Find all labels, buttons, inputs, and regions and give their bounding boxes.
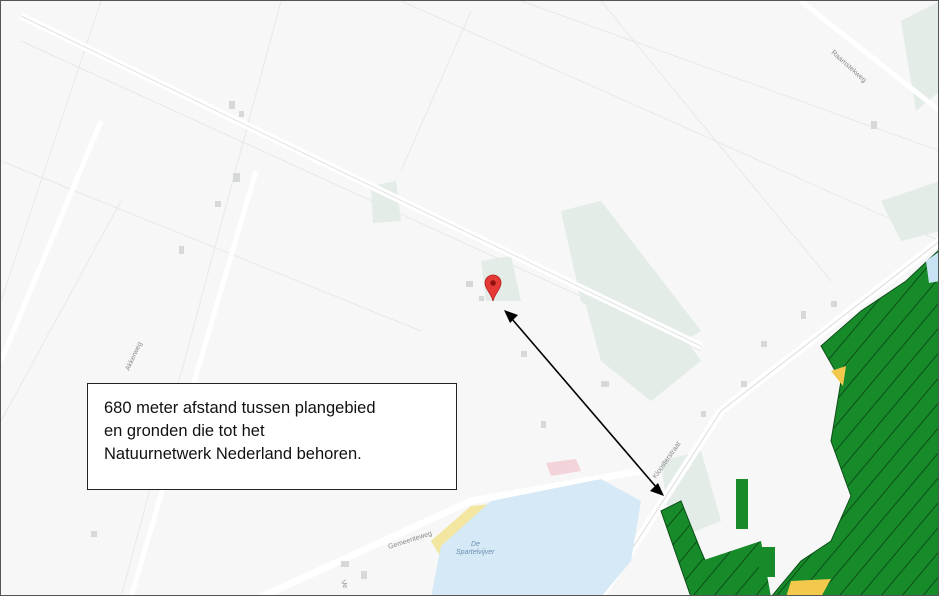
location-pin-icon[interactable] bbox=[484, 274, 502, 302]
natuurnetwerk-block bbox=[759, 547, 775, 577]
annotation-line-2: en gronden die tot het bbox=[104, 422, 265, 440]
natuurnetwerk-area-central bbox=[701, 541, 771, 595]
road-label-raamstekweg: Raamstekweg bbox=[830, 49, 868, 84]
natuurnetwerk-area-east bbox=[772, 250, 938, 595]
distance-annotation-box: 680 meter afstand tussen plangebied en g… bbox=[87, 383, 457, 490]
arrowhead-end bbox=[650, 483, 664, 496]
natuurnetwerk-water bbox=[926, 252, 938, 283]
water-body bbox=[431, 479, 641, 595]
road-label-ve: Ve bbox=[339, 579, 348, 589]
road-label-akkerweg: Akkerweg bbox=[124, 341, 143, 372]
water-label-line1: De bbox=[471, 541, 480, 548]
vegetation-areas bbox=[371, 2, 938, 541]
arrowhead-start bbox=[504, 310, 518, 323]
distance-arrow bbox=[504, 310, 664, 496]
natuurnetwerk-sand-south bbox=[786, 579, 831, 595]
annotation-line-3: Natuurnetwerk Nederland behoren. bbox=[104, 445, 362, 463]
water-label-line2: Spartelvijver bbox=[456, 549, 495, 556]
natuurnetwerk-strip bbox=[736, 479, 748, 529]
natuurnetwerk-sand bbox=[831, 366, 846, 386]
pink-area bbox=[546, 459, 581, 476]
buildings bbox=[91, 101, 877, 579]
annotation-line-1: 680 meter afstand tussen plangebied bbox=[104, 399, 376, 417]
